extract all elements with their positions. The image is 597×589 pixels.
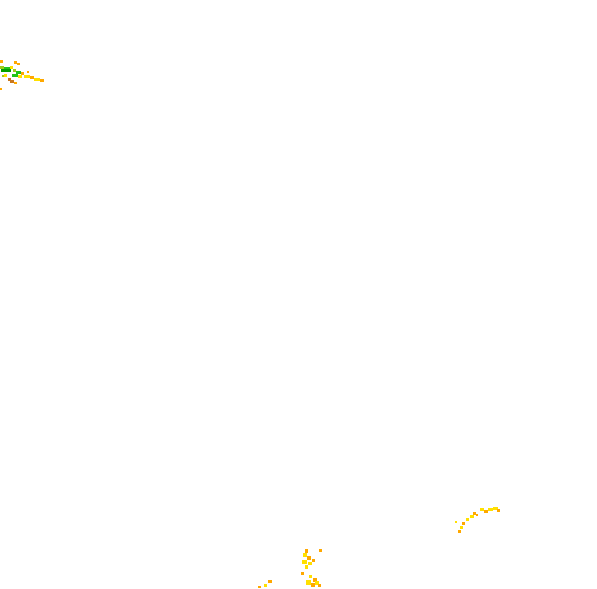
raster-pixel <box>476 514 478 516</box>
raster-pixel <box>264 584 267 587</box>
raster-pixel <box>312 559 315 562</box>
raster-cluster-bottom-center <box>258 549 322 588</box>
raster-pixel <box>455 521 457 523</box>
raster-pixel <box>0 66 4 69</box>
raster-pixel <box>309 575 312 578</box>
raster-pixel <box>0 88 2 90</box>
raster-pixel <box>462 522 465 525</box>
raster-pixel <box>315 581 319 585</box>
raster-pixel <box>10 66 13 69</box>
raster-pixel <box>34 78 40 81</box>
raster-pixel <box>319 549 322 552</box>
raster-pixel <box>305 549 308 553</box>
raster-pixel <box>458 530 461 533</box>
raster-pixel <box>470 515 474 518</box>
raster-pixel <box>24 75 30 78</box>
raster-pixel <box>10 80 14 83</box>
raster-pixel <box>318 584 321 587</box>
raster-pixel <box>30 76 34 79</box>
raster-pixel <box>493 507 498 510</box>
raster-pixel <box>488 508 493 511</box>
raster-pixel <box>473 512 476 515</box>
raster-pixel <box>8 78 11 81</box>
raster-pixel <box>305 565 308 569</box>
raster-pixel <box>307 556 311 560</box>
raster-pixel <box>18 75 22 78</box>
raster-pixel <box>302 560 307 564</box>
raster-pixel <box>27 71 29 73</box>
raster-pixel <box>313 578 317 582</box>
raster-pixel <box>17 63 20 65</box>
raster-pixel <box>14 61 17 64</box>
raster-pixel <box>21 72 24 75</box>
raster-pixel <box>12 74 18 77</box>
raster-pixel <box>480 508 484 511</box>
raster-pixel <box>497 509 500 512</box>
raster-pixel <box>1 69 11 72</box>
raster-pixel <box>13 69 16 72</box>
raster-cluster-top-left <box>0 60 44 90</box>
raster-pixel <box>4 67 10 70</box>
raster-pixel <box>2 75 4 77</box>
raster-pixel <box>306 580 311 585</box>
raster-pixel <box>460 526 463 529</box>
raster-cluster-bottom-right <box>455 507 500 533</box>
raster-pixel <box>268 580 272 583</box>
raster-pixel <box>258 586 261 588</box>
raster-pixel <box>466 518 469 521</box>
raster-pixel <box>0 60 3 63</box>
raster-pixel <box>16 71 21 74</box>
raster-pixel <box>14 82 17 84</box>
raster-pixel <box>484 510 488 513</box>
raster-pixel <box>301 572 304 575</box>
raster-pixel <box>40 79 44 82</box>
raster-pixel <box>4 74 7 77</box>
raster-pixel <box>303 553 307 557</box>
raster-pixel <box>311 583 315 587</box>
raster-pixel <box>308 562 312 565</box>
